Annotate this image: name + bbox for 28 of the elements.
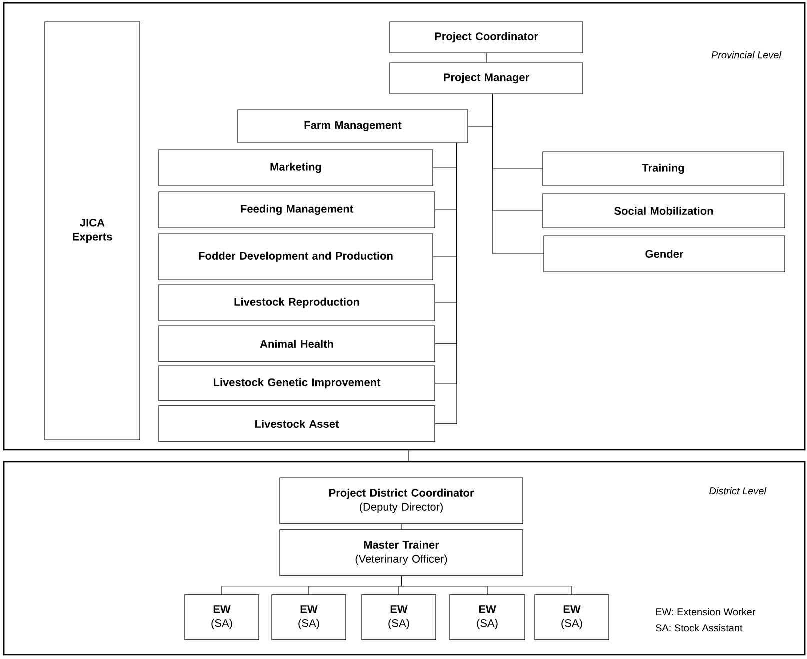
org-box: Feeding Management	[158, 192, 436, 228]
connector-line	[401, 576, 572, 595]
org-box: Marketing	[158, 150, 434, 186]
connector-line	[492, 94, 544, 254]
org-box: Animal Health	[158, 326, 436, 362]
org-box: Gender	[544, 236, 786, 272]
org-box: EW (SA)	[272, 594, 346, 640]
connector-line	[486, 53, 487, 63]
org-box: Project Coordinator	[390, 22, 584, 54]
org-box: Training	[542, 152, 784, 186]
org-box: Project Manager	[390, 62, 584, 94]
key-text: EW: Extension Worker	[656, 608, 756, 616]
org-box: Social Mobilization	[542, 194, 786, 228]
org-box: EW (SA)	[450, 594, 526, 640]
org-box: Fodder Development and Production	[158, 234, 434, 280]
org-box: Livestock Genetic Improvement	[158, 366, 436, 402]
org-box: Farm Management	[238, 110, 468, 144]
advisor-box: JICA Experts	[44, 22, 140, 440]
org-box: EW (SA)	[362, 594, 436, 640]
org-box: EW (SA)	[534, 594, 610, 640]
key-text: SA: Stock Assistant	[656, 624, 743, 632]
org-box: Livestock Reproduction	[158, 284, 436, 322]
connector-line	[401, 524, 402, 530]
org-box: Livestock Asset	[158, 406, 436, 442]
org-box: Project District Coordinator (Deputy Director)	[280, 478, 524, 524]
connector-line	[408, 450, 410, 462]
org-box: Master Trainer (Veterinary Officer)	[280, 530, 524, 576]
org-box: EW (SA)	[184, 594, 260, 640]
